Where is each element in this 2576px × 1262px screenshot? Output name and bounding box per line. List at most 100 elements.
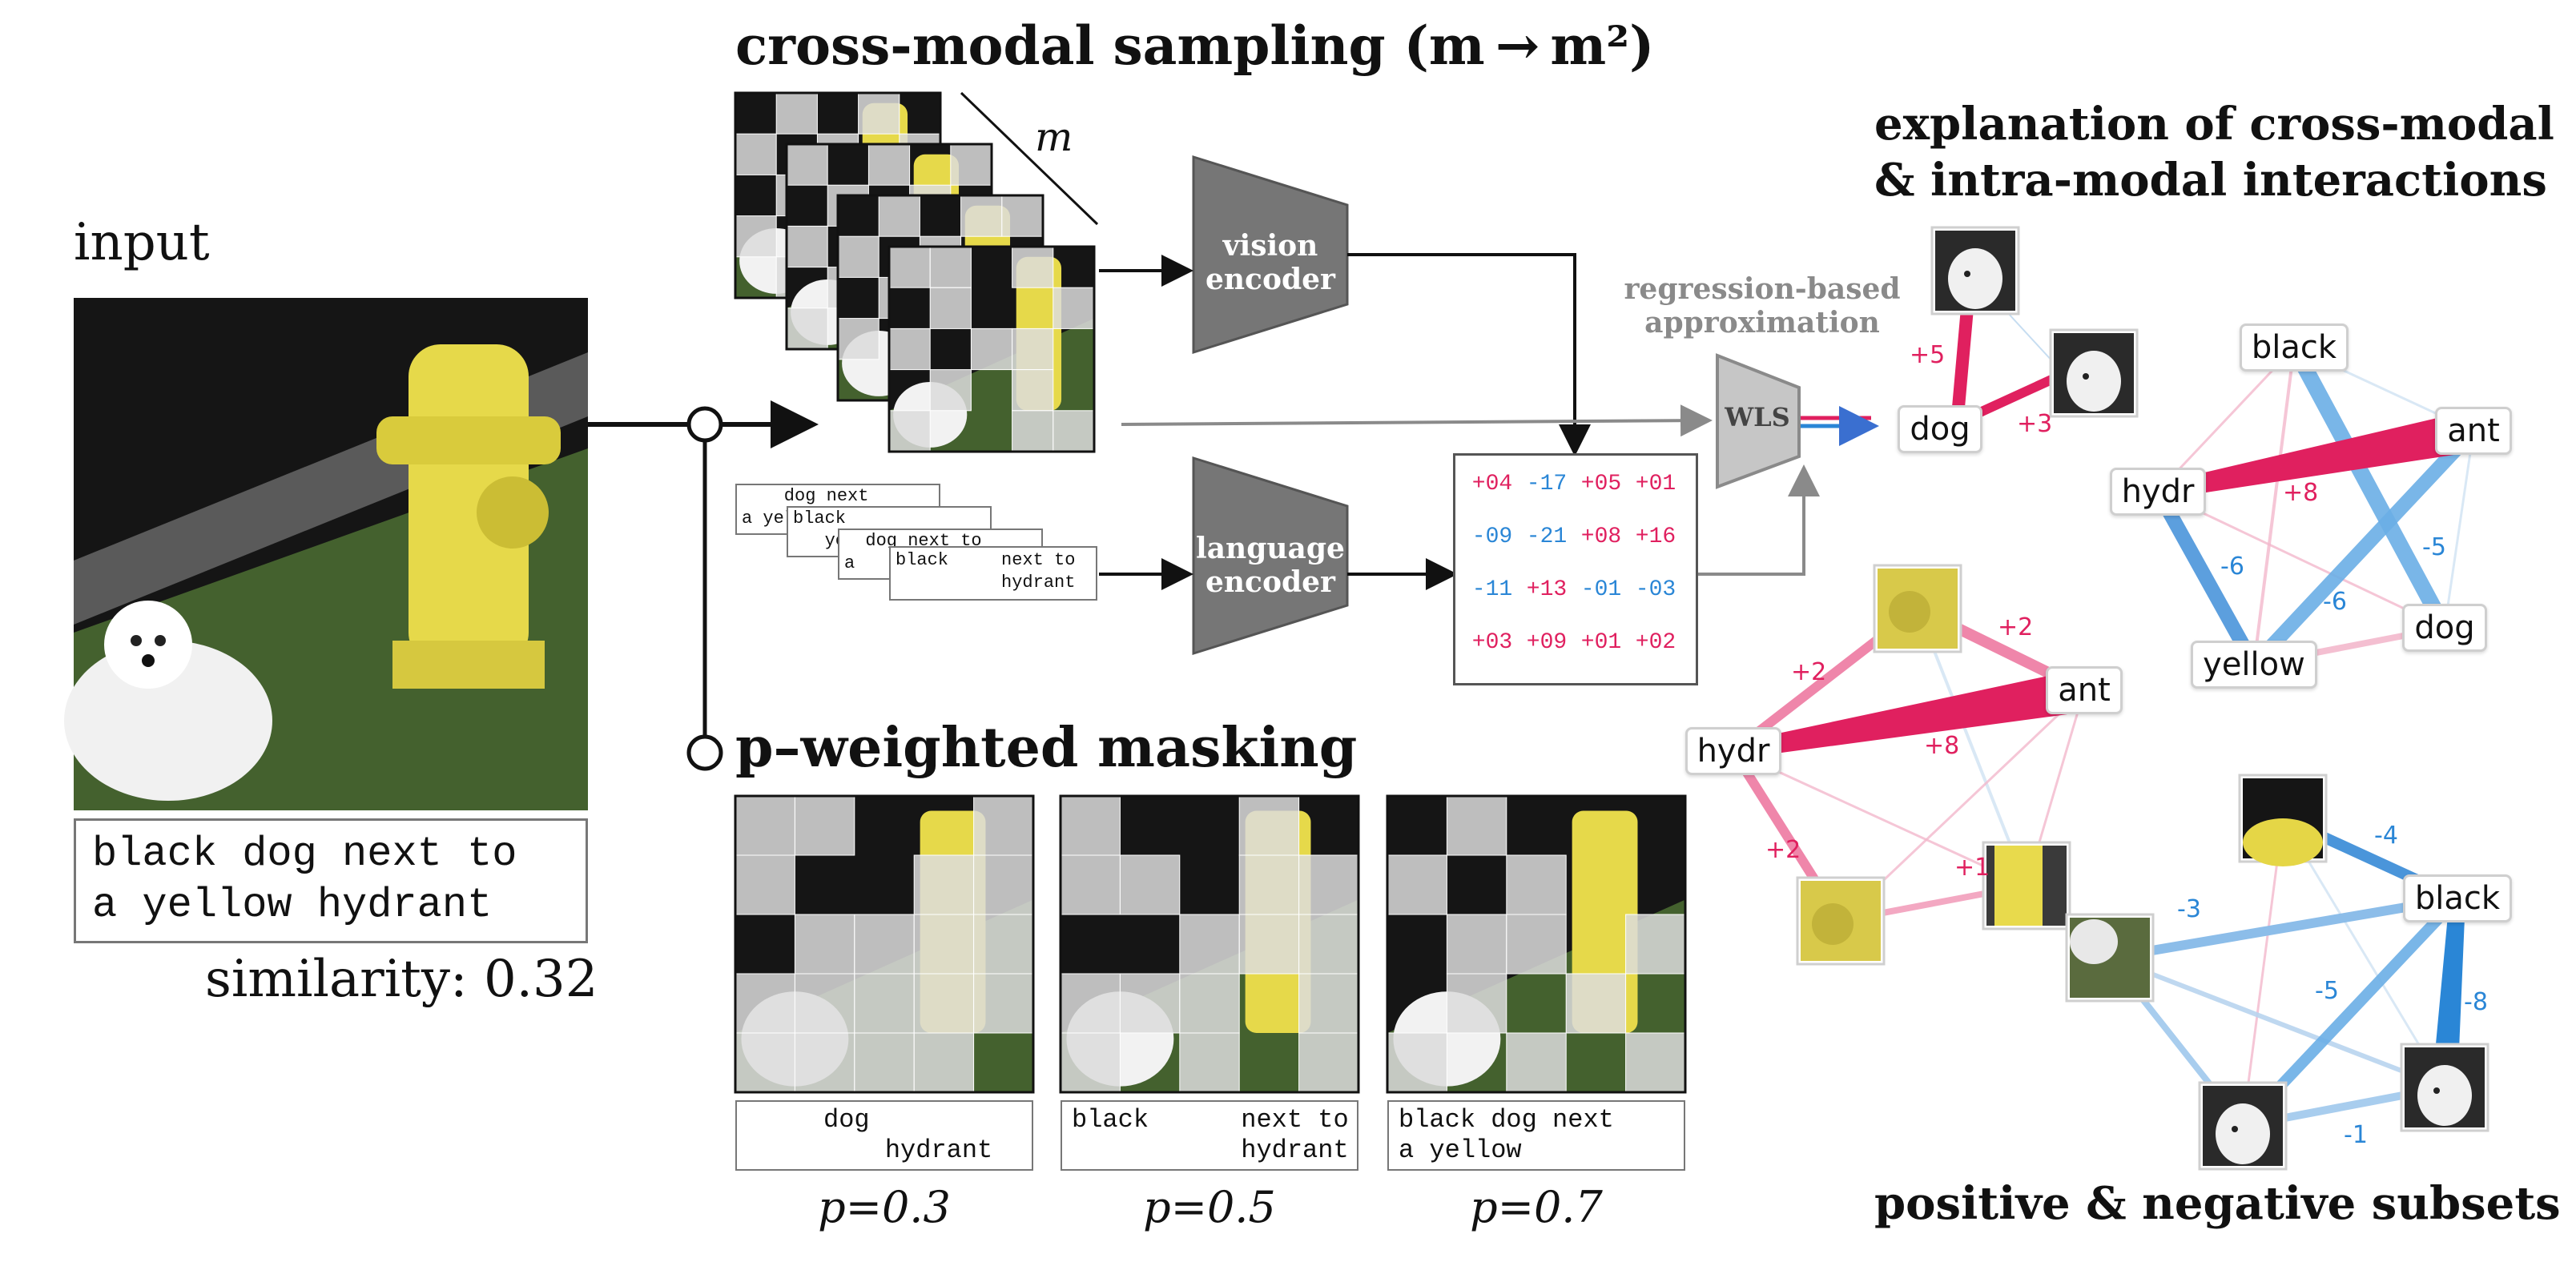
node-dog: dog bbox=[1898, 405, 1982, 453]
masked-caption-line: black next to bbox=[1072, 1105, 1349, 1135]
regression-label: regression-based approximation bbox=[1602, 272, 1922, 340]
masked-image bbox=[1059, 794, 1360, 1094]
text-sample-3-line-2: a bbox=[844, 553, 855, 573]
matrix-cell: -03 bbox=[1635, 577, 1676, 602]
matrix-cell: +05 bbox=[1580, 472, 1622, 496]
matrix-cell: -11 bbox=[1471, 577, 1513, 602]
probability-label: p=0.7 bbox=[1470, 1182, 1603, 1232]
edge-weight-label: -6 bbox=[2220, 553, 2244, 581]
matrix-cell: +09 bbox=[1526, 630, 1568, 655]
node-ant: ant bbox=[2435, 407, 2512, 455]
input-caption-line-2: a yellow hydrant bbox=[92, 882, 493, 929]
text-sample-2-line-1: black bbox=[793, 508, 847, 529]
matrix-cell: +04 bbox=[1471, 472, 1513, 496]
graph-edge bbox=[2156, 410, 2477, 500]
graph-edge bbox=[2108, 955, 2446, 1090]
similarity-matrix: +04-17+05+01-09-21+08+16-11+13-01-03+03+… bbox=[1453, 453, 1698, 685]
matrix-cell: -01 bbox=[1580, 577, 1622, 602]
matrix-rows: +04-17+05+01-09-21+08+16-11+13-01-03+03+… bbox=[1455, 472, 1696, 683]
text-sample-4: black next to hydrant bbox=[889, 546, 1097, 601]
edge-weight-label: +2 bbox=[1791, 658, 1827, 686]
masked-caption-line: a yellow bbox=[1399, 1135, 1522, 1165]
matrix-cell: +02 bbox=[1635, 630, 1676, 655]
graph-edge bbox=[1732, 669, 2088, 759]
image-patch-node bbox=[2198, 1081, 2288, 1171]
masked-caption-box: dog hydrant bbox=[735, 1100, 1033, 1171]
input-image bbox=[64, 298, 588, 810]
node-dog: dog bbox=[2402, 604, 2487, 652]
edge-weight-label: -6 bbox=[2323, 588, 2347, 616]
node-hydr: hydr bbox=[1684, 727, 1782, 775]
masked-caption-line: black dog next bbox=[1399, 1105, 1614, 1135]
language-encoder-block bbox=[1192, 456, 1349, 656]
language-encoder-label-2: encoder bbox=[1205, 565, 1336, 599]
graph-edge bbox=[2443, 430, 2475, 629]
text-sample-1-line-1: dog next bbox=[742, 486, 869, 506]
image-patch-node bbox=[1930, 226, 2020, 316]
image-patch-node bbox=[2238, 774, 2328, 866]
edge-weight-label: +8 bbox=[2283, 479, 2319, 507]
regression-label-2: approximation bbox=[1644, 306, 1880, 340]
matrix-cell: +13 bbox=[1526, 577, 1568, 602]
node-black: black bbox=[2402, 874, 2513, 922]
explanation-title: explanation of cross-modal & intra-modal… bbox=[1874, 96, 2554, 208]
graph-edge bbox=[2157, 490, 2445, 629]
graph-edge bbox=[2252, 347, 2296, 665]
text-sample-4-line-1: black next to bbox=[896, 550, 1076, 570]
sampled-image-stack bbox=[734, 91, 1096, 453]
language-encoder-label-1: language bbox=[1196, 532, 1345, 565]
language-encoder-label: language encoder bbox=[1193, 532, 1347, 599]
explanation-title-2: & intra-modal interactions bbox=[1874, 154, 2547, 207]
text-sample-4-line-2: hydrant bbox=[896, 573, 1076, 593]
probability-label: p=0.3 bbox=[818, 1182, 951, 1232]
graph-edge bbox=[2248, 425, 2479, 670]
sampled-image bbox=[888, 245, 1096, 453]
edge-weight-label: -1 bbox=[2344, 1121, 2368, 1149]
graph-edge bbox=[2241, 818, 2284, 1127]
graph-edge bbox=[1916, 608, 2028, 886]
node-ant: ant bbox=[2046, 666, 2123, 714]
probability-label: p=0.5 bbox=[1143, 1182, 1276, 1232]
input-heading: input bbox=[74, 213, 210, 272]
node-black: black bbox=[2239, 324, 2349, 372]
node-hydr: hydr bbox=[2109, 468, 2207, 516]
masked-caption-line: hydrant bbox=[1072, 1135, 1349, 1165]
regression-label-1: regression-based bbox=[1624, 272, 1901, 306]
vision-encoder-label-1: vision bbox=[1222, 229, 1318, 263]
edge-weight-label: +2 bbox=[1998, 613, 2034, 641]
masked-caption-line: hydrant bbox=[747, 1135, 993, 1165]
sampling-title: cross-modal sampling (m → m²) bbox=[735, 14, 1655, 77]
edge-weight-label: -5 bbox=[2315, 977, 2339, 1005]
image-patch-node bbox=[2065, 913, 2155, 1003]
input-caption-line-1: black dog next to bbox=[92, 830, 517, 878]
graph-edge bbox=[2281, 818, 2446, 1088]
matrix-cell: -17 bbox=[1526, 472, 1568, 496]
image-patch-node bbox=[2400, 1043, 2489, 1132]
graph-edge bbox=[2287, 344, 2452, 632]
node-yellow: yellow bbox=[2191, 641, 2317, 689]
vision-encoder-label: vision encoder bbox=[1193, 229, 1347, 296]
vision-encoder-label-2: encoder bbox=[1205, 263, 1336, 296]
image-patch-node bbox=[1796, 876, 1886, 966]
matrix-cell: -21 bbox=[1526, 524, 1568, 549]
matrix-row: +04-17+05+01 bbox=[1455, 472, 1696, 524]
edge-weight-label: -8 bbox=[2464, 988, 2488, 1016]
masked-panels bbox=[734, 794, 1687, 1094]
wls-label: WLS bbox=[1725, 402, 1790, 432]
matrix-cell: +01 bbox=[1580, 630, 1622, 655]
matrix-cell: -09 bbox=[1471, 524, 1513, 549]
edge-weight-label: +2 bbox=[1765, 836, 1801, 864]
similarity-score: similarity: 0.32 bbox=[205, 950, 598, 1009]
edge-weight-label: -4 bbox=[2374, 822, 2398, 850]
matrix-cell: +16 bbox=[1635, 524, 1676, 549]
masked-caption-line: dog bbox=[747, 1105, 870, 1135]
masked-image bbox=[734, 794, 1035, 1094]
vision-encoder-block bbox=[1192, 155, 1349, 355]
graph-edge bbox=[1733, 750, 2027, 887]
subsets-title: positive & negative subsets bbox=[1874, 1177, 2561, 1230]
edge-weight-label: +3 bbox=[2017, 410, 2053, 438]
image-patch-node bbox=[1873, 564, 1962, 653]
edge-weight-label: -5 bbox=[2422, 533, 2446, 561]
edge-weight-label: +1 bbox=[1954, 854, 1990, 882]
edge-weight-label: -3 bbox=[2177, 895, 2201, 923]
